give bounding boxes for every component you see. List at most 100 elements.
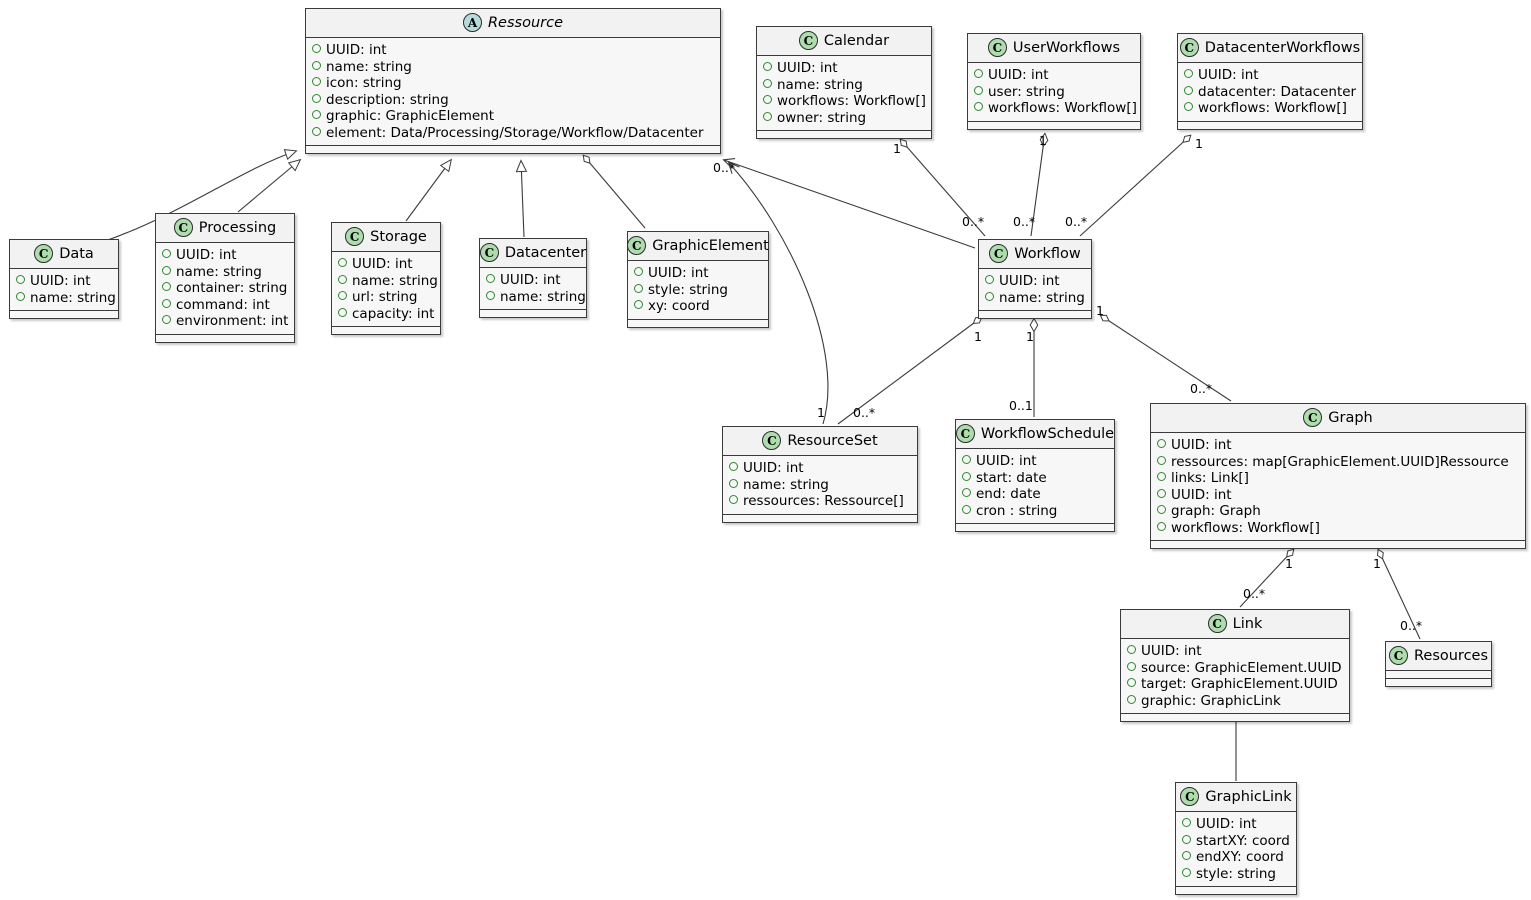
class-name: Link: [1232, 615, 1263, 632]
multiplicity-label: 0..*: [713, 160, 736, 175]
attribute-row: name: string: [763, 77, 925, 94]
class-methods-datacenter: [480, 310, 586, 317]
class-icon: C: [345, 227, 365, 246]
class-methods-workflowschedule: [956, 524, 1114, 531]
attribute-row: UUID: int: [1182, 816, 1290, 833]
attribute-text: graphic: GraphicElement: [326, 108, 495, 124]
attribute-text: name: string: [743, 476, 829, 493]
attribute-row: name: string: [729, 477, 911, 494]
class-icon: C: [1207, 614, 1227, 633]
class-icon: C: [173, 218, 193, 237]
edge-processing-ressource: [237, 158, 302, 213]
attribute-text: target: GraphicElement.UUID: [1141, 676, 1338, 692]
class-name: WorkflowSchedule: [980, 425, 1115, 442]
visibility-public-icon: [1182, 867, 1191, 877]
attribute-row: name: string: [16, 290, 116, 307]
visibility-public-icon: [16, 275, 25, 284]
class-name: GraphicElement: [652, 237, 769, 254]
multiplicity-label: 0..*: [962, 214, 985, 229]
visibility-public-icon: [763, 95, 772, 104]
attribute-row: links: Link[]: [1157, 470, 1519, 487]
attribute-row: ressources: map[GraphicElement.UUID]Ress…: [1157, 454, 1519, 471]
multiplicity-label: 1: [1195, 136, 1203, 151]
visibility-public-icon: [729, 478, 738, 488]
attribute-row: UUID: int: [985, 273, 1085, 290]
attribute-row: graphic: GraphicElement: [312, 108, 714, 125]
class-icon: C: [798, 31, 818, 50]
class-name: Graph: [1328, 409, 1373, 426]
attribute-text: url: string: [352, 289, 418, 305]
edge-datacenterworkflows-workflow: [1079, 134, 1192, 237]
attribute-text: style: string: [1196, 865, 1276, 882]
visibility-public-icon: [985, 291, 994, 301]
class-name: Ressource: [487, 14, 564, 31]
attribute-text: description: string: [326, 91, 449, 108]
attribute-row: command: int: [162, 297, 288, 314]
visibility-public-icon: [162, 249, 171, 258]
attribute-row: UUID: int: [312, 42, 714, 59]
attribute-row: UUID: int: [162, 247, 288, 264]
attribute-row: name: string: [162, 264, 288, 281]
multiplicity-label: 1: [1096, 303, 1104, 318]
visibility-public-icon: [763, 78, 772, 88]
class-icon: C: [1388, 646, 1408, 665]
attribute-text: owner: string: [777, 109, 867, 126]
visibility-public-icon: [634, 300, 643, 309]
visibility-public-icon: [729, 495, 738, 504]
attribute-row: description: string: [312, 92, 714, 109]
visibility-public-icon: [1184, 85, 1193, 95]
attribute-text: startXY: coord: [1196, 832, 1290, 849]
attribute-text: UUID: int: [1198, 67, 1259, 83]
attribute-text: end: date: [976, 486, 1041, 502]
visibility-public-icon: [312, 93, 321, 103]
class-name: Datacenter: [504, 244, 587, 261]
visibility-public-icon: [486, 274, 495, 283]
class-methods-link: [1121, 714, 1349, 721]
class-methods-data: [10, 311, 118, 318]
attribute-row: environment: int: [162, 313, 288, 330]
attribute-text: UUID: int: [976, 453, 1037, 469]
attribute-row: UUID: int: [16, 273, 112, 290]
attribute-text: workflows: Workflow[]: [1171, 519, 1320, 536]
attribute-text: name: string: [999, 289, 1085, 306]
multiplicity-label: 1: [974, 329, 982, 344]
attribute-row: UUID: int: [1184, 67, 1356, 84]
visibility-public-icon: [486, 290, 495, 300]
attribute-row: style: string: [634, 282, 762, 299]
attribute-text: UUID: int: [1196, 816, 1257, 832]
attribute-text: UUID: int: [743, 460, 804, 476]
attribute-text: graph: Graph: [1171, 503, 1261, 519]
attribute-row: UUID: int: [729, 460, 911, 477]
attribute-row: UUID: int: [763, 60, 925, 77]
class-attributes-resources: [1386, 671, 1491, 679]
attribute-text: UUID: int: [1141, 643, 1202, 659]
visibility-public-icon: [1157, 472, 1166, 481]
visibility-public-icon: [634, 283, 643, 293]
visibility-public-icon: [1184, 102, 1193, 111]
attribute-text: environment: int: [176, 313, 289, 329]
